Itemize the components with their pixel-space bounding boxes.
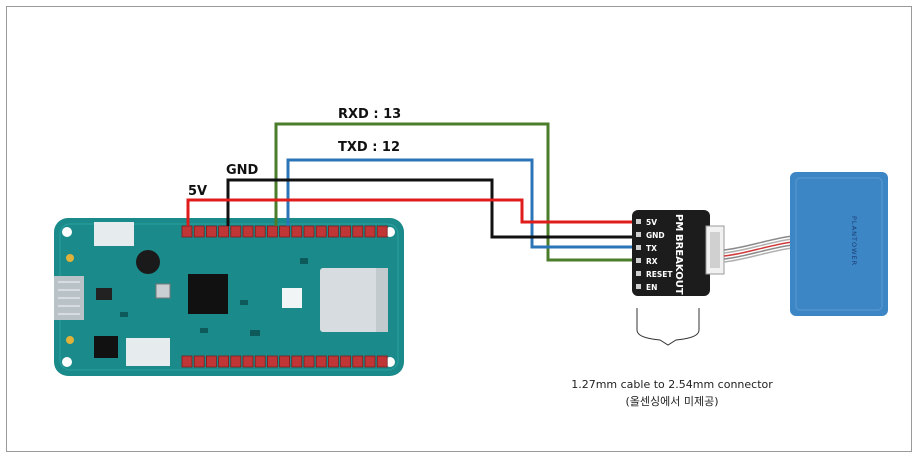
breakout-pin-gnd: GND	[646, 231, 665, 240]
header-pin	[376, 355, 388, 368]
header-pin	[279, 225, 291, 238]
radio-module-edge	[376, 268, 388, 332]
header-pin	[218, 225, 230, 238]
sensor-brand: PLANTOWER	[850, 216, 858, 266]
breakout-pin-pad	[636, 232, 641, 237]
led-white	[282, 288, 302, 308]
header-pin	[181, 355, 193, 368]
header-pin	[181, 225, 193, 238]
arduino-board	[54, 218, 404, 376]
main-chip	[188, 274, 228, 314]
caption-line-1: 1.27mm cable to 2.54mm connector	[571, 378, 773, 391]
header-pin	[230, 355, 242, 368]
connector-bracket	[636, 308, 700, 346]
breakout-pcb	[632, 210, 710, 296]
breakout-pin-pad	[636, 258, 641, 263]
mounting-hole-icon	[62, 357, 72, 367]
header-pin	[303, 225, 315, 238]
smd-part	[300, 258, 308, 264]
header-pin	[254, 355, 266, 368]
header-pin	[242, 225, 254, 238]
5v-label: 5V	[188, 184, 207, 199]
header-pin	[352, 225, 364, 238]
rxd-label: RXD : 13	[338, 107, 401, 122]
diagram-frame	[6, 6, 912, 452]
header-pin	[340, 225, 352, 238]
smd-part	[200, 328, 208, 333]
gold-pad	[66, 336, 74, 344]
header-pin	[376, 225, 388, 238]
header-pin	[266, 225, 278, 238]
small-chip	[96, 288, 112, 300]
5v-wire	[186, 198, 632, 226]
reset-button	[155, 283, 171, 299]
mounting-hole-icon	[62, 227, 72, 237]
smd-part	[250, 330, 260, 336]
breakout-title-breakout: BREAKOUT	[673, 234, 684, 295]
rxd-wire	[274, 122, 632, 262]
header-pin	[315, 225, 327, 238]
gold-pad	[66, 254, 74, 262]
breakout-pin-reset: RESET	[646, 270, 673, 279]
radio-module	[320, 268, 388, 332]
header-pin	[230, 225, 242, 238]
txd-label: TXD : 12	[338, 140, 400, 155]
header-pin	[291, 225, 303, 238]
crystal-icon	[136, 250, 160, 274]
caption-line-2: (올센싱에서 미제공)	[625, 395, 718, 408]
board-label-patch	[94, 222, 134, 246]
breakout-title-pm: PM	[673, 214, 684, 231]
header-pin	[291, 355, 303, 368]
header-pin	[327, 355, 339, 368]
header-pin	[303, 355, 315, 368]
breakout-pin-5v: 5V	[646, 218, 657, 227]
txd-wire	[286, 158, 632, 249]
plantower-sensor: PLANTOWER	[790, 172, 888, 316]
top-pin-header	[181, 225, 388, 238]
header-pin	[340, 355, 352, 368]
gnd-wire	[226, 178, 632, 239]
header-pin	[279, 355, 291, 368]
header-pin	[315, 355, 327, 368]
breakout-pin-rx: RX	[646, 257, 658, 266]
sensor-cable	[723, 235, 793, 263]
breakout-pin-en: EN	[646, 283, 657, 292]
smd-part	[120, 312, 128, 317]
header-pin	[205, 225, 217, 238]
smd-part	[240, 300, 248, 305]
bottom-pin-header	[181, 355, 388, 368]
sensor-body	[790, 172, 888, 316]
breakout-pin-tx: TX	[646, 244, 657, 253]
header-pin	[364, 355, 376, 368]
breakout-pin-pad	[636, 219, 641, 224]
small-chip	[94, 336, 118, 358]
header-pin	[218, 355, 230, 368]
breakout-pin-pad	[636, 245, 641, 250]
header-pin	[242, 355, 254, 368]
header-pin	[254, 225, 266, 238]
pm-breakout-board: 5V GND TX RX RESET EN PM BREAKOUT	[632, 210, 725, 296]
header-pin	[327, 225, 339, 238]
gnd-label: GND	[226, 163, 259, 178]
breakout-pin-pad	[636, 271, 641, 276]
header-pin	[364, 225, 376, 238]
header-pin	[352, 355, 364, 368]
header-pin	[193, 355, 205, 368]
header-pin	[193, 225, 205, 238]
breakout-pin-pad	[636, 284, 641, 289]
board-label-patch	[126, 338, 170, 366]
header-pin	[205, 355, 217, 368]
header-pin	[266, 355, 278, 368]
